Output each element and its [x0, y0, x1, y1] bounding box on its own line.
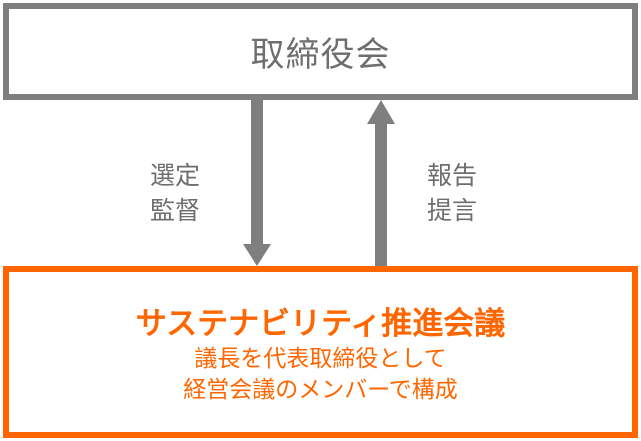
up-arrow-label: 報告 提言 — [412, 158, 492, 228]
committee-desc-line2: 経営会議のメンバーで構成 — [183, 377, 458, 403]
board-box: 取締役会 — [3, 3, 638, 100]
committee-title: サステナビリティ推進会議 — [135, 306, 506, 342]
up-arrow-label-line1: 報告 — [426, 161, 477, 190]
up-arrow-label-line2: 提言 — [426, 196, 477, 225]
up-arrow — [367, 100, 395, 266]
committee-box: サステナビリティ推進会議 議長を代表取締役として 経営会議のメンバーで構成 — [3, 266, 638, 438]
down-arrow-label: 選定 監督 — [135, 158, 215, 228]
committee-desc-line1: 議長を代表取締役として — [194, 346, 447, 372]
down-arrow — [243, 100, 271, 266]
down-arrow-label-line2: 監督 — [149, 196, 200, 225]
down-arrow-label-line1: 選定 — [149, 161, 200, 190]
board-title: 取締役会 — [250, 35, 391, 75]
